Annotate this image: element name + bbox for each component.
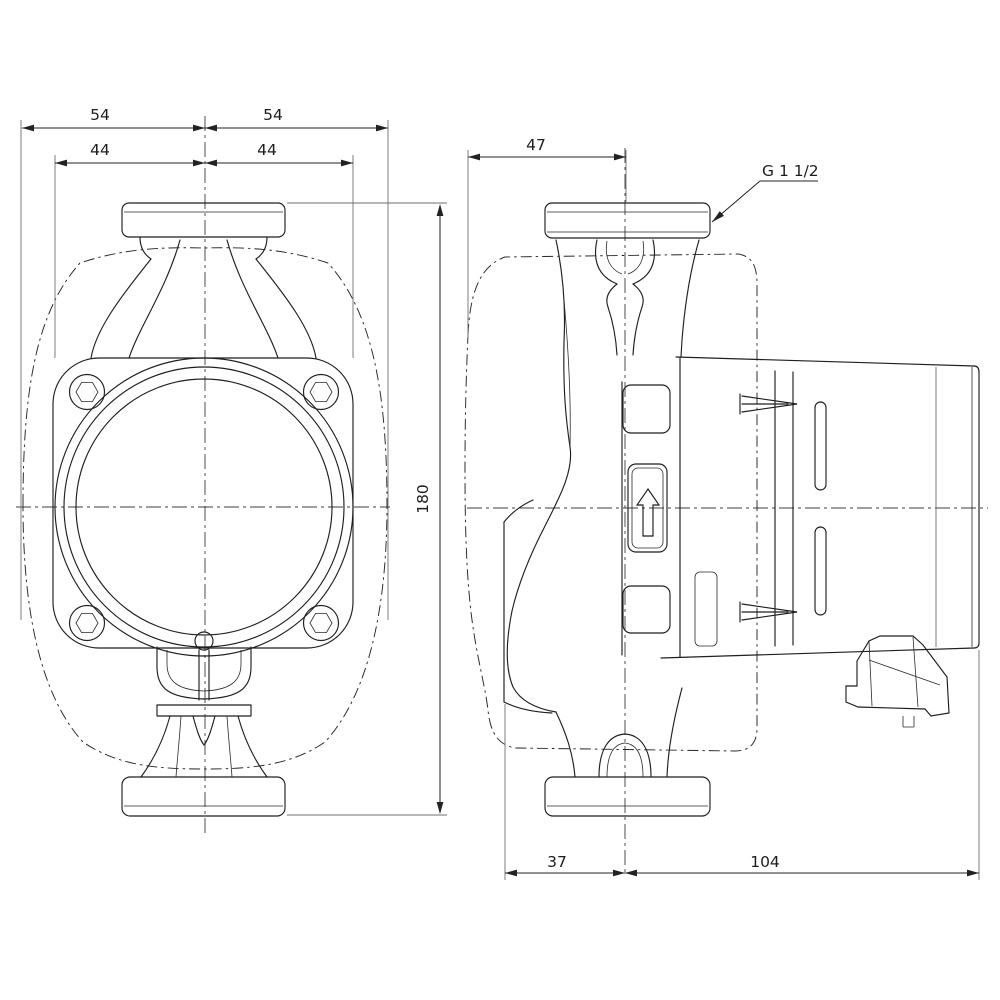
side-tulip-inner-right — [627, 240, 645, 275]
front-top-port-flange — [121, 202, 286, 238]
side-flow-arrow-plate — [627, 463, 668, 553]
front-vent-plug — [194, 631, 214, 651]
bolt-circle — [68, 604, 106, 642]
clamp-screw-upper — [739, 393, 798, 415]
dim-label-head-left: 44 — [90, 141, 110, 159]
side-tulip-curl-left — [606, 283, 618, 308]
front-bottom-neck-outer-left — [140, 715, 171, 778]
front-bracket-outer — [156, 646, 252, 700]
side-flow-arrow-plate-inner — [631, 467, 664, 549]
side-body-right-profile — [680, 239, 700, 358]
front-shoulder-outer-left — [90, 258, 152, 359]
front-bottom-neck-inner-right — [226, 715, 233, 778]
clamp-screw-lower — [739, 601, 798, 623]
motor-vent-slot-upper — [814, 401, 827, 491]
side-funnel-left — [555, 711, 576, 778]
front-bottom-port-flange — [121, 776, 286, 817]
side-panel-window-top — [622, 384, 671, 434]
side-foot-dome-outer — [598, 733, 652, 778]
side-panel-window-bottom — [622, 585, 671, 634]
side-funnel-right — [666, 687, 683, 778]
bolt-hex-socket — [309, 382, 333, 402]
front-flange-bolts — [68, 373, 340, 642]
side-tulip-inner-left — [605, 240, 623, 275]
motor-housing-top-edge — [675, 356, 975, 367]
front-top-neck-right — [255, 236, 268, 260]
front-shoulder-outer-right — [255, 258, 317, 359]
motor-clamp-plate — [774, 370, 794, 647]
bolt-circle — [302, 604, 340, 642]
flow-direction-arrow-icon — [635, 487, 661, 537]
front-view — [16, 116, 390, 833]
front-bracket-bar — [156, 704, 252, 717]
side-top-port-flange — [544, 202, 711, 239]
front-head-face-circle — [75, 378, 333, 636]
thread-callout-label: G 1 1/2 — [762, 162, 819, 180]
front-bracket-inner — [166, 650, 242, 692]
dimensions: 54 54 44 44 180 47 37 104 G 1 1/2 — [20, 106, 980, 880]
electrical-connector-feet — [902, 716, 915, 728]
front-shoulder-inner-left — [128, 239, 181, 359]
side-tulip-stem — [607, 306, 643, 356]
dim-label-axis-to-motor-end: 104 — [750, 853, 780, 871]
leader-thread-callout — [711, 180, 818, 223]
front-head-ring-circle — [63, 366, 345, 648]
motor-housing-right-edge — [973, 365, 980, 649]
front-shoulder-inner-right — [226, 239, 279, 359]
front-bottom-neck-outer-right — [237, 715, 268, 778]
front-top-neck-left — [139, 236, 152, 260]
side-body-left-profile — [506, 239, 572, 713]
motor-vent-slot-lower — [814, 526, 827, 616]
side-insulation-shell-outline — [464, 253, 758, 752]
side-front-cover-bottom — [503, 701, 553, 714]
side-body-seam — [563, 299, 571, 448]
front-bracket-stem — [198, 649, 210, 701]
side-terminal-cover — [694, 571, 718, 647]
dim-label-axis-to-face: 37 — [547, 853, 567, 871]
side-bottom-port-flange — [544, 776, 711, 817]
bolt-circle — [302, 373, 340, 411]
side-tulip-outer-left — [595, 239, 618, 285]
electrical-connector-outline — [845, 635, 950, 717]
side-view — [464, 148, 988, 873]
side-tulip-outer-right — [632, 239, 655, 285]
front-bottom-neck-inner-left — [175, 715, 182, 778]
dim-label-shell-left: 54 — [90, 106, 110, 124]
motor-housing-bottom-edge — [660, 647, 975, 659]
dim-label-shell-to-axis: 47 — [526, 136, 546, 154]
bolt-hex-socket — [75, 382, 99, 402]
side-foot-dome-inner — [606, 742, 644, 778]
side-top-flange-chamfer — [547, 211, 708, 233]
dim-label-shell-right: 54 — [263, 106, 283, 124]
bolt-hex-socket — [309, 613, 333, 633]
side-tulip-curl-right — [632, 283, 644, 308]
dim-label-head-right: 44 — [257, 141, 277, 159]
dimension-arrowheads — [22, 124, 979, 877]
side-front-cover-curve — [503, 499, 534, 523]
front-insulation-shell-outline — [22, 247, 388, 770]
dim-label-height: 180 — [414, 484, 432, 514]
electrical-connector-detail — [868, 636, 941, 708]
front-head-outer-circle — [54, 357, 354, 657]
front-drip-point — [192, 715, 216, 746]
bolt-circle — [68, 373, 106, 411]
bolt-hex-socket — [75, 613, 99, 633]
